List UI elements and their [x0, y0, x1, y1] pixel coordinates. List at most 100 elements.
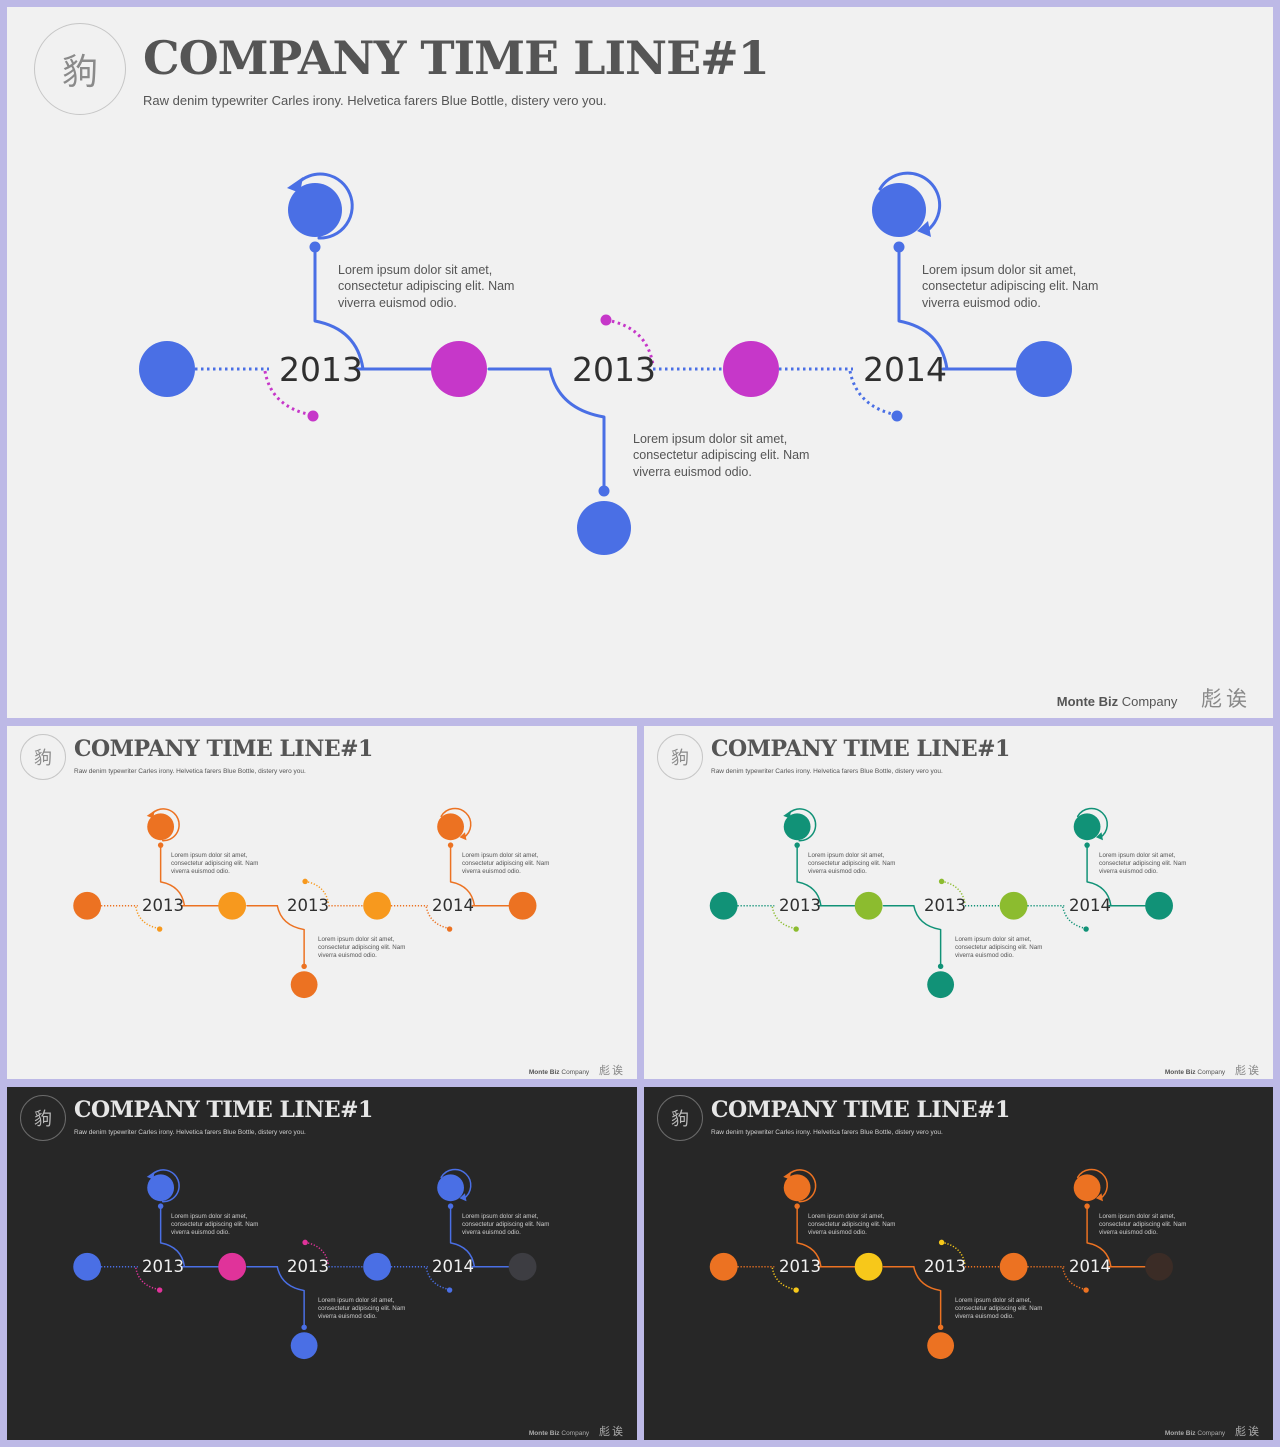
stem-end-dot [937, 1324, 944, 1331]
page-subtitle: Raw denim typewriter Carles irony. Helve… [711, 768, 943, 775]
milestone-description-1: Lorem ipsum dolor sit amet,consectetur a… [808, 1213, 896, 1237]
milestone-circle [73, 1252, 102, 1281]
slide-variant-green: 豿 COMPANY TIME LINE#1 Raw denim typewrit… [644, 726, 1273, 1079]
stem-end-dot [157, 1203, 164, 1209]
dotted-arc [1062, 1267, 1087, 1291]
milestone-description-1: Lorem ipsum dolor sit amet,consectetur a… [338, 263, 515, 310]
milestone-circle [288, 183, 342, 237]
logo-badge: 豿 [657, 1095, 703, 1141]
page-subtitle: Raw denim typewriter Carles irony. Helve… [143, 93, 607, 108]
ring-arrow [787, 1169, 817, 1203]
branch-stem [449, 844, 476, 907]
milestone-description-1: Lorem ipsum dolor sit amet,consectetur a… [808, 852, 896, 876]
milestone-circle [854, 891, 883, 920]
arc-end-dot [302, 1239, 308, 1246]
footer-brand: Monte Biz Company 彪诶 [528, 1425, 625, 1438]
stem-end-dot [447, 842, 454, 848]
slide-variant-orange: 豿 COMPANY TIME LINE#1 Raw denim typewrit… [7, 726, 637, 1079]
slide-main: 豿 COMPANY TIME LINE#1 Raw denim typewrit… [7, 7, 1273, 718]
page-title: COMPANY TIME LINE#1 [711, 1097, 1010, 1123]
ring-arrowhead [459, 1193, 467, 1202]
milestone-description-3: Lorem ipsum dolor sit amet,consectetur a… [462, 1213, 550, 1237]
footer-logo-mark: 彪诶 [599, 1425, 625, 1438]
stem-end-dot [937, 963, 944, 970]
arc-end-dot [793, 1287, 799, 1293]
page-subtitle: Raw denim typewriter Carles irony. Helve… [74, 768, 306, 775]
page-title: COMPANY TIME LINE#1 [74, 1097, 373, 1123]
milestone-description-2: Lorem ipsum dolor sit amet,consectetur a… [955, 1297, 1043, 1321]
stem-end-dot [794, 842, 800, 848]
stem-end-dot [301, 1324, 307, 1331]
year-label-1: 2013 [779, 1257, 821, 1276]
milestone-description-2: Lorem ipsum dolor sit amet,consectetur a… [633, 432, 810, 479]
arc-end-dot [156, 926, 163, 932]
milestone-circle [999, 1252, 1028, 1281]
dotted-arc [304, 1241, 330, 1265]
stem-end-dot [598, 485, 610, 497]
footer-brand: Monte Biz Company 彪诶 [1164, 1425, 1261, 1438]
milestone-circle [437, 813, 464, 841]
stem-end-dot [301, 963, 307, 970]
branch-stem [1086, 844, 1112, 907]
stem-end-dot [1084, 1203, 1090, 1209]
year-label-2: 2013 [924, 1257, 966, 1276]
ring-arrow [295, 172, 354, 240]
year-label-2: 2013 [924, 896, 966, 915]
stem-end-dot [893, 241, 905, 253]
year-label-1: 2013 [142, 896, 184, 915]
page-subtitle: Raw denim typewriter Carles irony. Helve… [711, 1129, 943, 1136]
timeline-graphic [73, 807, 537, 999]
milestone-circle [872, 183, 926, 237]
milestone-circle [783, 813, 811, 841]
branch-stem [313, 245, 365, 371]
branch-stem [276, 1265, 305, 1329]
ring-arrowhead [459, 832, 467, 841]
branch-stem [796, 1205, 822, 1268]
milestone-circle [147, 1174, 175, 1202]
milestone-circle [218, 1252, 247, 1281]
milestone-description-3: Lorem ipsum dolor sit amet,consectetur a… [462, 852, 550, 876]
ring-arrow [440, 1168, 472, 1200]
milestone-circle [927, 1332, 955, 1360]
footer-logo-mark: 彪诶 [599, 1064, 625, 1077]
slide-variant-dark-orange: 豿 COMPANY TIME LINE#1 Raw denim typewrit… [644, 1087, 1273, 1440]
arc-end-dot [1083, 926, 1089, 932]
logo-badge: 豿 [20, 1095, 66, 1141]
ring-arrow [1076, 1168, 1109, 1200]
arc-end-dot [891, 410, 903, 422]
stem-end-dot [309, 241, 321, 253]
milestone-circle [999, 891, 1028, 920]
dotted-arc [941, 1241, 966, 1265]
ring-arrow [150, 808, 180, 842]
milestone-circle [783, 1174, 811, 1202]
footer-logo-mark: 彪诶 [1201, 687, 1251, 711]
year-label-1: 2013 [779, 896, 821, 915]
branch-stem [796, 844, 822, 907]
ring-arrow [787, 808, 817, 842]
branch-stem [913, 904, 942, 968]
footer-brand: Monte Biz Company 彪诶 [1056, 687, 1251, 711]
arc-end-dot [938, 1239, 945, 1246]
stem-end-dot [1084, 842, 1090, 848]
ring-arrow [440, 807, 472, 839]
dotted-arc [605, 318, 655, 366]
dotted-arc [425, 1267, 450, 1291]
arc-end-dot [307, 410, 319, 422]
year-label-1: 2013 [142, 1257, 184, 1276]
stem-end-dot [157, 842, 164, 848]
branch-stem [548, 367, 606, 493]
stem-end-dot [447, 1203, 454, 1209]
milestone-description-3: Lorem ipsum dolor sit amet,consectetur a… [922, 263, 1099, 310]
timeline-graphic [73, 1168, 537, 1360]
dotted-arc [263, 370, 313, 417]
milestone-circle [1145, 1252, 1173, 1281]
milestone-circle [1073, 813, 1101, 841]
page-subtitle: Raw denim typewriter Carles irony. Helve… [74, 1129, 306, 1136]
timeline-graphic [139, 171, 1072, 555]
branch-stem [1086, 1205, 1112, 1268]
branch-stem [159, 844, 186, 907]
branch-stem [897, 245, 949, 371]
milestone-circle [431, 341, 487, 397]
page-title: COMPANY TIME LINE#1 [143, 31, 770, 85]
arc-end-dot [793, 926, 799, 932]
